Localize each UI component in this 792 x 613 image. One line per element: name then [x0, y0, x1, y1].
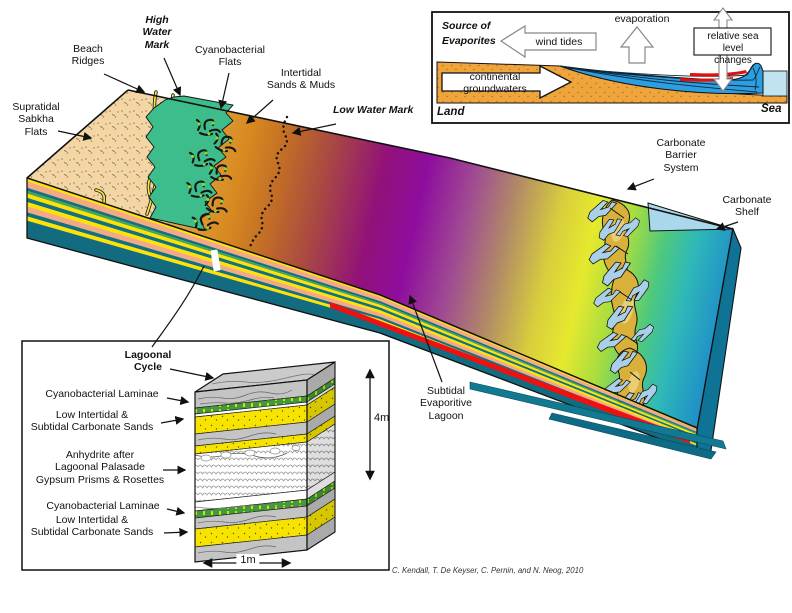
- label-source-of-evaporites: Source of Evaporites: [442, 20, 496, 48]
- label-continental-groundwaters: continental groundwaters: [463, 71, 527, 96]
- cycle-inset: [21, 265, 390, 571]
- label-lagoonal-cycle: Lagoonal Cycle: [124, 349, 172, 374]
- label-beach-ridges: Beach Ridges: [71, 43, 105, 68]
- label-4m: 4m: [374, 412, 390, 424]
- attribution: C. Kendall, T. De Keyser, C. Pernin, and…: [392, 566, 584, 575]
- inset-sea: [762, 70, 788, 97]
- relative-sea-box: [693, 27, 772, 56]
- label-1m: 1m: [236, 554, 260, 567]
- label-sea: Sea: [761, 103, 782, 115]
- label-high-water-mark: High Water Mark: [142, 14, 172, 51]
- inset-water-wedge: [559, 62, 764, 95]
- label-supratidal-sabkha: Supratidal Sabkha Flats: [12, 101, 60, 138]
- label-carbonate-barrier: Carbonate Barrier System: [656, 137, 706, 174]
- evaporation-arrow: [619, 26, 655, 64]
- main-label-arrows: [57, 57, 739, 383]
- low-water-mark-line: [248, 115, 289, 250]
- label-low-water-mark: Low Water Mark: [333, 104, 414, 116]
- bottom-slivers: [469, 381, 727, 460]
- label-wind-tides: wind tides: [535, 36, 583, 48]
- label-low-intertidal-2: Low Intertidal & Subtidal Carbonate Sand…: [30, 514, 154, 539]
- label-subtidal-lagoon: Subtidal Evaporitive Lagoon: [420, 385, 472, 422]
- label-low-intertidal-1: Low Intertidal & Subtidal Carbonate Sand…: [30, 409, 154, 434]
- source-inset: [431, 7, 790, 124]
- wind-tides-arrow: [499, 24, 597, 59]
- carbonate-shelf-area: [647, 202, 734, 232]
- label-land: Land: [437, 106, 465, 118]
- groundwaters-arrow: [441, 64, 573, 100]
- label-evaporation: evaporation: [614, 13, 670, 25]
- anhydrite-nodules: [200, 445, 301, 462]
- label-relative-sea-level: relative sea level changes: [707, 31, 759, 66]
- main-block: [26, 89, 742, 460]
- cycle-block-side: [306, 360, 336, 552]
- label-cyano-laminae-2: Cyanobacterial Laminae: [46, 500, 160, 512]
- label-intertidal-sands: Intertidal Sands & Muds: [266, 67, 336, 92]
- cycle-block-front: [194, 379, 308, 563]
- carbonate-barrier: [583, 196, 663, 418]
- clinoform-lines: [559, 63, 761, 93]
- cycle-label-arrows: [160, 368, 215, 537]
- cycle-leader-curve: [151, 265, 205, 348]
- label-cyanobacterial-flats: Cyanobacterial Flats: [194, 44, 266, 69]
- cycle-textures: [194, 389, 306, 554]
- label-cyano-laminae-1: Cyanobacterial Laminae: [45, 388, 159, 400]
- front-strata: [26, 177, 698, 454]
- cycle-marker: [210, 249, 221, 272]
- label-anhydrite: Anhydrite after Lagoonal Palasade Gypsum…: [35, 449, 165, 486]
- label-carbonate-shelf: Carbonate Shelf: [722, 194, 772, 219]
